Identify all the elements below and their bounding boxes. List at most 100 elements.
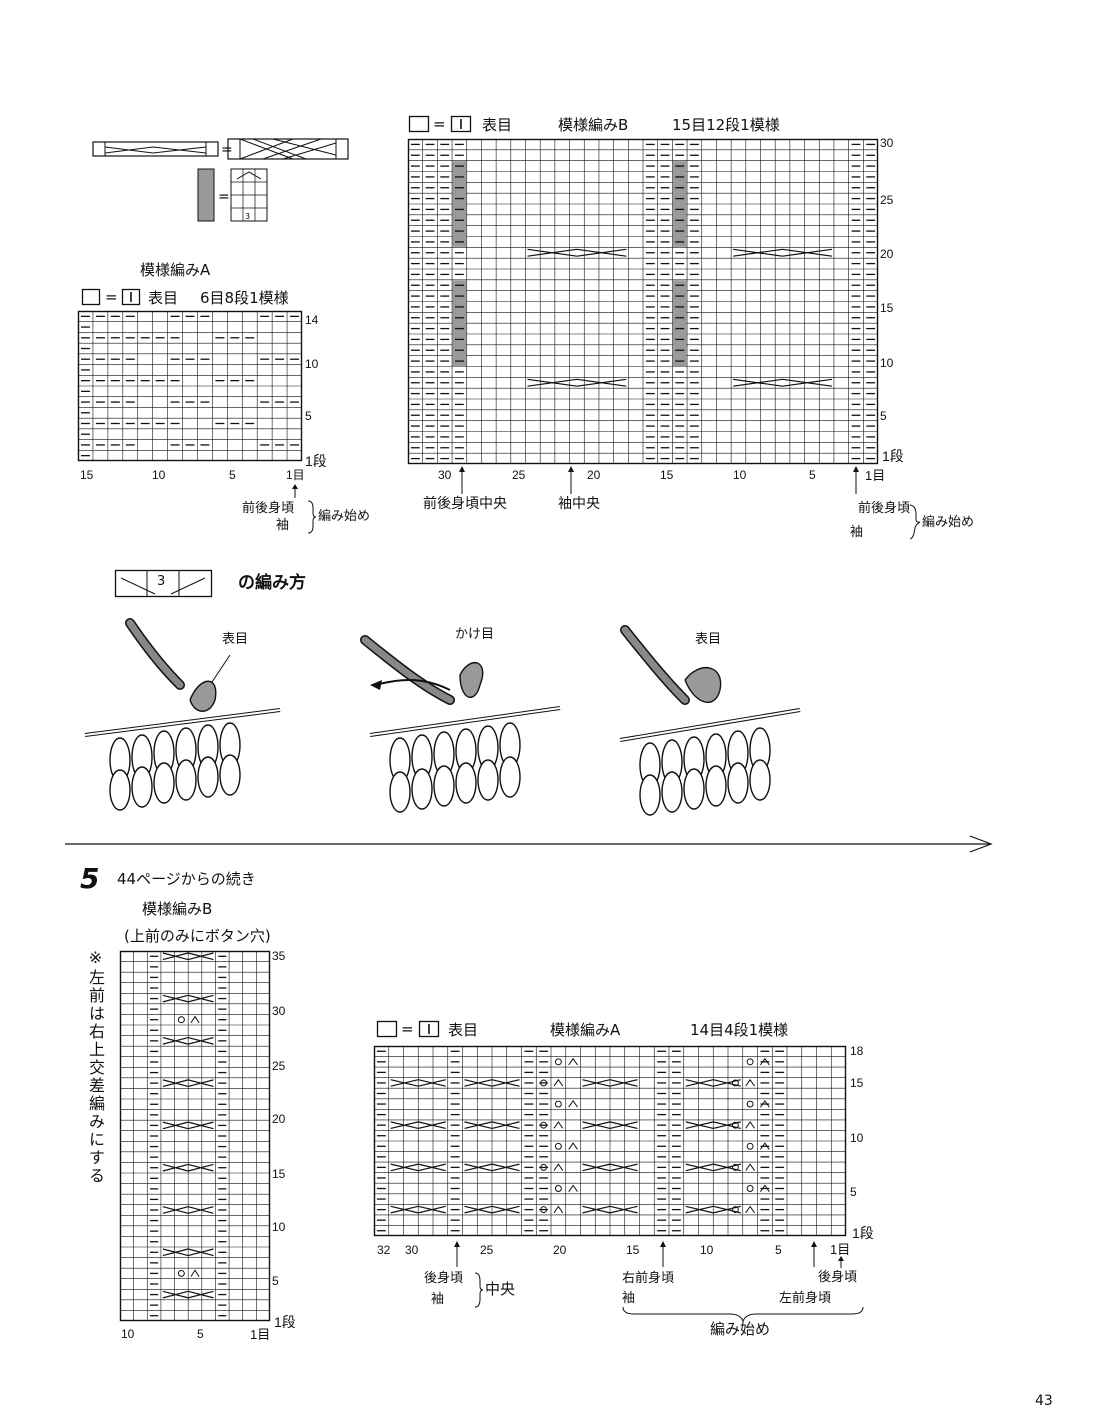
yarn-over-mark bbox=[731, 1079, 739, 1087]
yarn-over-mark bbox=[540, 1206, 548, 1214]
yarn-over-mark bbox=[540, 1121, 548, 1129]
chartB-top-legend-eq: = bbox=[433, 115, 446, 133]
decrease-mark bbox=[568, 1100, 578, 1108]
decrease-mark bbox=[760, 1057, 770, 1066]
cable-mark bbox=[464, 1121, 520, 1130]
decrease-mark bbox=[553, 1163, 564, 1171]
decrease-mark bbox=[190, 1269, 200, 1277]
decrease-mark bbox=[745, 1163, 755, 1171]
cable-mark bbox=[162, 1121, 214, 1130]
arrow-up-icon bbox=[660, 1241, 666, 1267]
knitting-illustration-1 bbox=[84, 618, 281, 811]
chartA-bottom-legend-text: 表目 bbox=[448, 1021, 479, 1039]
chartB-top-label-center: 前後身頃中央 bbox=[423, 496, 507, 512]
chartB-bottom-row-label: 15 bbox=[272, 1167, 286, 1181]
svg-text:3: 3 bbox=[245, 212, 250, 221]
chartB-bottom-row-label: 30 bbox=[272, 1004, 286, 1018]
chartB-top-col-label: 20 bbox=[587, 468, 601, 482]
chartB-top-note-start: 編み始め bbox=[922, 515, 975, 530]
howto-title: の編み方 bbox=[238, 573, 306, 593]
chartB-top-col-label: 1目 bbox=[865, 468, 886, 483]
grid-frame bbox=[119, 950, 271, 1322]
legend-knit-box-icon bbox=[418, 1020, 440, 1038]
chartA-bottom-note-left-front: 左前身頃 bbox=[779, 1291, 832, 1306]
chartA-bottom-col-label: 25 bbox=[480, 1243, 494, 1257]
howto-symbol-num: 3 bbox=[157, 574, 166, 589]
cable-mark bbox=[685, 1205, 741, 1214]
chartA-top-col-label: 15 bbox=[80, 468, 94, 482]
chartA-top-note-line: 袖 bbox=[276, 518, 290, 533]
chartA-top-row-label: 14 bbox=[305, 313, 319, 327]
cable-mark bbox=[162, 1290, 214, 1299]
chartA-bottom-col-label: 5 bbox=[775, 1243, 782, 1257]
cable-mark bbox=[582, 1163, 638, 1172]
cable-mark bbox=[162, 1163, 214, 1172]
gray-block bbox=[452, 161, 467, 247]
arrow-up-icon bbox=[459, 466, 465, 494]
cable-mark bbox=[390, 1163, 446, 1172]
chartA-bottom-note-right-front: 袖 bbox=[622, 1291, 636, 1306]
legend-blank-box-icon bbox=[376, 1020, 398, 1038]
howto-label: かけ目 bbox=[455, 627, 495, 642]
gray-block bbox=[672, 161, 687, 247]
chartA-bottom-col-label: 30 bbox=[405, 1243, 419, 1257]
yarn-over-mark bbox=[554, 1100, 562, 1108]
decrease-mark bbox=[553, 1121, 564, 1129]
chartA-top-note-line: 前後身頃 bbox=[242, 501, 295, 516]
chartB-top-row-label: 20 bbox=[880, 247, 894, 261]
cable-mark bbox=[464, 1079, 520, 1087]
chartB-top-col-label: 10 bbox=[733, 468, 747, 482]
chartB-bottom-row-label: 35 bbox=[272, 949, 286, 963]
yarn-over-mark bbox=[746, 1058, 754, 1066]
legend-knit-box-icon bbox=[121, 288, 141, 306]
yarn-over-mark bbox=[540, 1079, 548, 1087]
chartA-bottom-note-back: 袖 bbox=[431, 1292, 445, 1307]
svg-text:=: = bbox=[221, 142, 233, 158]
grid-lines bbox=[374, 1046, 846, 1236]
chartA-bottom-note-center: 中央 bbox=[485, 1280, 516, 1298]
page-number: 43 bbox=[1035, 1393, 1053, 1409]
chartA-top-grid bbox=[77, 310, 303, 462]
arrow-up-icon bbox=[838, 1256, 844, 1268]
cable-mark bbox=[582, 1121, 638, 1130]
gray-block bbox=[672, 280, 687, 366]
chartA-bottom-col-label: 10 bbox=[700, 1243, 714, 1257]
cable-mark bbox=[162, 1079, 214, 1088]
yarn-over-mark bbox=[746, 1142, 754, 1150]
arrow-up-icon bbox=[292, 484, 298, 498]
decrease-mark bbox=[553, 1205, 564, 1214]
decrease-mark bbox=[745, 1121, 755, 1129]
chartA-top-note-start: 編み始め bbox=[318, 509, 371, 524]
legend-knit-box-icon bbox=[450, 115, 472, 133]
arrow-up-icon bbox=[853, 466, 859, 494]
yarn-over-mark bbox=[731, 1121, 739, 1129]
chartA-bottom-note-right-front: 右前身頃 bbox=[622, 1271, 675, 1286]
howto-label: 表目 bbox=[222, 632, 249, 647]
cable-mark bbox=[527, 248, 627, 257]
yarn-over-mark bbox=[177, 1269, 185, 1277]
cable-mark bbox=[685, 1079, 741, 1087]
cable-mark bbox=[733, 248, 833, 257]
arrow-up-icon bbox=[811, 1241, 817, 1267]
chartA-bottom-row-label: 10 bbox=[850, 1131, 864, 1145]
chartA-top-col-label: 5 bbox=[229, 468, 236, 482]
chartA-bottom-row-label: 5 bbox=[850, 1185, 857, 1199]
chartB-top-note-line: 袖 bbox=[850, 525, 864, 540]
grid-lines bbox=[78, 311, 302, 461]
cable-mark bbox=[390, 1121, 446, 1130]
chartB-top-col-label: 15 bbox=[660, 468, 674, 482]
chartA-bottom-row-label: 18 bbox=[850, 1044, 864, 1058]
yarn-over-mark bbox=[540, 1163, 548, 1171]
chartB-top-label-sleeve: 袖中央 bbox=[558, 496, 600, 512]
cable-mark bbox=[162, 1036, 214, 1045]
chartB-top-legend-text: 表目 bbox=[482, 116, 513, 134]
legend-blank-box-icon bbox=[81, 288, 101, 306]
brace-icon bbox=[307, 500, 317, 534]
yarn-over-mark bbox=[554, 1058, 562, 1066]
yarn-over-mark bbox=[746, 1100, 754, 1108]
chartB-top-row-label: 25 bbox=[880, 193, 894, 207]
direction-arrow-icon bbox=[65, 835, 993, 853]
decrease-mark bbox=[568, 1142, 578, 1150]
yarn-over-mark bbox=[731, 1163, 739, 1171]
chartB-bottom-subtitle: (上前のみにボタン穴) bbox=[124, 927, 271, 945]
